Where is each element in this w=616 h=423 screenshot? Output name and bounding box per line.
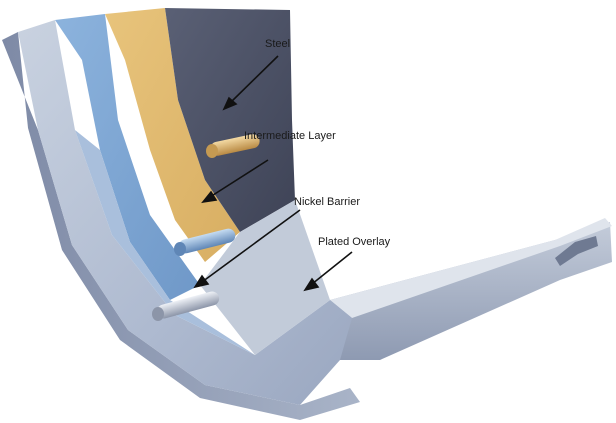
steel-label: Steel — [265, 38, 291, 50]
shell-notch — [555, 236, 598, 266]
overlay-arrowhead — [303, 277, 320, 292]
intermediate-label-line1: Intermediate — [244, 130, 306, 142]
plated-overlay-label: Plated Overlay — [318, 236, 391, 248]
intermediate-arrow — [209, 159, 269, 198]
leader-arrows — [193, 55, 353, 292]
nickel-pin — [174, 228, 236, 256]
overlay-arrow — [311, 251, 353, 285]
intermediate-pin — [206, 134, 260, 158]
shell-flat-top — [330, 218, 612, 318]
shell-flat-extension — [330, 222, 612, 360]
overlay-pin — [152, 291, 220, 321]
nickel-arrow — [201, 209, 301, 283]
nickel-layer-lower — [75, 130, 255, 355]
overlay-inner-surface — [200, 200, 330, 355]
nickel-barrier-label: Nickel Barrier — [294, 196, 361, 208]
steel-arrowhead — [222, 96, 238, 111]
intermediate-label: Intermediate Layer — [244, 130, 336, 143]
intermediate-label-line2: Layer — [308, 130, 336, 142]
steel-arrow — [229, 55, 279, 104]
nickel-layer — [55, 14, 200, 300]
steel-layer — [165, 8, 295, 232]
intermediate-arrowhead — [201, 190, 218, 204]
overlay-layer — [18, 20, 352, 405]
nickel-arrowhead — [193, 274, 210, 289]
